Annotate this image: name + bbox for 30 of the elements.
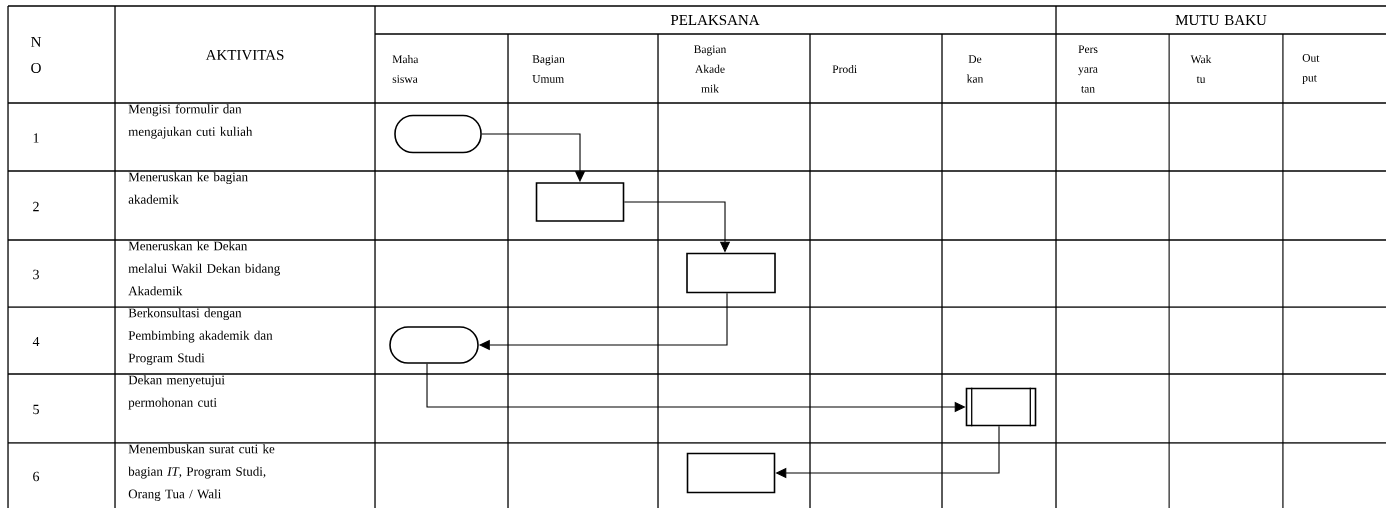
row-number: 6 <box>33 471 40 482</box>
column-header: N O <box>31 37 42 73</box>
column-header: Pers yara tan <box>1078 45 1098 93</box>
activity-text: Menembuskan surat cuti ke bagian IT, Program Studi, Orang Tua / Wali <box>128 444 275 501</box>
terminator-shape <box>394 114 482 154</box>
terminator-shape <box>389 326 479 364</box>
activity-text: Mengisi formulir dan mengajukan cuti kuliah <box>128 104 253 139</box>
group-header: MUTU BAKU <box>1175 15 1267 25</box>
activity-text: Berkonsultasi dengan Pembimbing akademik dan Program Studi <box>128 308 273 365</box>
column-header: De kan <box>966 55 984 83</box>
predefined-process-box <box>965 387 1037 427</box>
process-box <box>535 182 625 222</box>
activity-text: Meneruskan ke bagian akademik <box>128 172 248 204</box>
activity-text: Meneruskan ke Dekan melalui Wakil Dekan bidang Akademik <box>128 241 280 296</box>
column-header: AKTIVITAS <box>205 49 284 61</box>
column-header: Wak tu <box>1190 55 1212 83</box>
row-number: 5 <box>33 404 39 415</box>
activity-text: Dekan menyetujui permohonan cuti <box>128 375 225 410</box>
process-box <box>686 452 776 494</box>
row-number: 2 <box>33 201 39 212</box>
column-header: Bagian Akade mik <box>694 45 727 93</box>
column-header: Maha siswa <box>392 55 419 83</box>
row-number: 4 <box>32 336 40 347</box>
process-box <box>686 252 776 294</box>
row-number: 3 <box>33 269 39 280</box>
row-number: 1 <box>33 133 39 143</box>
column-header: Prodi <box>832 64 857 74</box>
group-header: PELAKSANA <box>670 14 760 26</box>
column-header: Out put <box>1302 54 1320 84</box>
column-header: Bagian Umum <box>532 55 565 83</box>
